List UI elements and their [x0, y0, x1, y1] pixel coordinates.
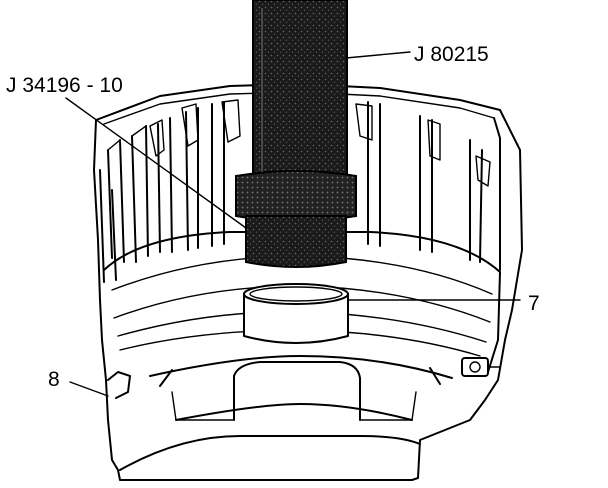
installer-tool [235, 0, 357, 268]
bleed-fitting [461, 357, 501, 377]
label-tool-installer: J 34196 - 10 [6, 74, 123, 97]
installer-collar [235, 170, 357, 222]
leader-tool-installer [65, 97, 247, 229]
label-tool-handle: J 80215 [414, 43, 489, 66]
hub-base [119, 435, 421, 471]
housing-lug [107, 371, 131, 399]
leader-tool-handle [345, 51, 411, 59]
housing-outline [93, 83, 523, 481]
driver-handle [252, 0, 348, 181]
installer-pilot [245, 215, 347, 268]
clutch-housing [93, 83, 523, 481]
leader-housing [69, 381, 109, 397]
hub-step [159, 367, 441, 387]
leader-lines [65, 51, 521, 397]
bushing [243, 283, 349, 344]
label-housing: 8 [48, 368, 60, 391]
hub-lower-arc [175, 403, 413, 421]
housing-right-wall [487, 271, 501, 373]
label-bushing: 7 [528, 292, 540, 315]
drum-splines [99, 99, 501, 283]
hub-bore [233, 361, 361, 421]
hub-recess [149, 355, 453, 379]
